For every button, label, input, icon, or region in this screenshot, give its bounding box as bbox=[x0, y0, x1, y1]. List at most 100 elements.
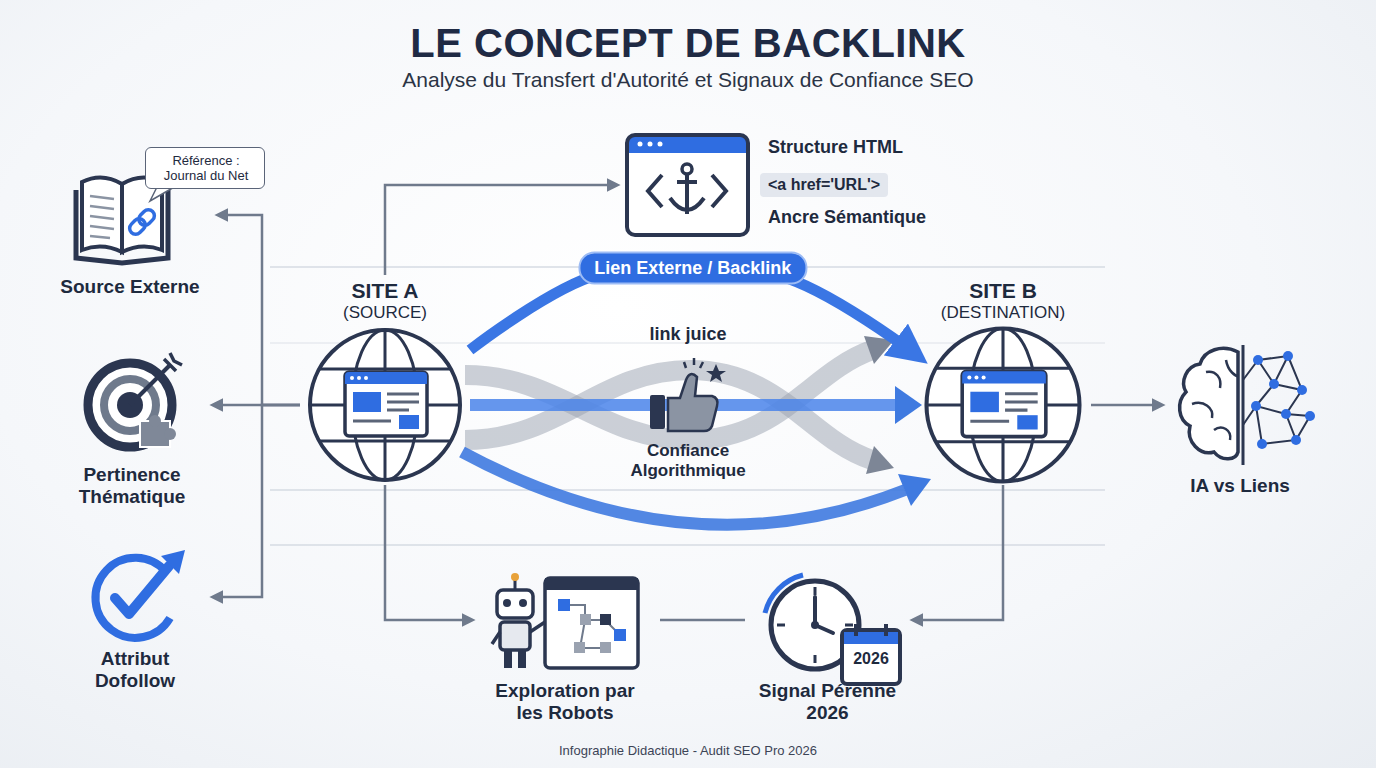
book-icon bbox=[136, 207, 157, 228]
robot-icon bbox=[503, 599, 511, 607]
brain-network-icon bbox=[1180, 345, 1315, 465]
robot-icon bbox=[492, 573, 638, 668]
flow-ribbons bbox=[898, 474, 931, 506]
brain-network-icon bbox=[1192, 360, 1238, 440]
robot-icon bbox=[545, 578, 638, 668]
node-title: Source Externe bbox=[40, 276, 220, 298]
node-title: Exploration par les Robots bbox=[485, 680, 645, 724]
calendar-icon bbox=[844, 632, 898, 644]
book-icon bbox=[76, 177, 176, 263]
thumbs-up-icon bbox=[706, 364, 726, 382]
calendar-year: 2026 bbox=[842, 650, 900, 668]
code-window-icon bbox=[627, 135, 748, 153]
node-text: (SOURCE) bbox=[300, 303, 470, 323]
code-window-icon bbox=[627, 145, 748, 153]
code-window-icon bbox=[682, 164, 692, 174]
node-title: SITE A bbox=[300, 279, 470, 303]
robot-icon bbox=[497, 590, 533, 618]
globe-icon bbox=[927, 329, 1080, 482]
target-icon bbox=[88, 363, 172, 447]
target-icon bbox=[164, 428, 176, 440]
flow-label: link juice bbox=[588, 324, 788, 345]
code-window-icon bbox=[627, 135, 748, 235]
robot-icon bbox=[565, 605, 620, 648]
check-icon bbox=[115, 566, 169, 614]
crawler-node: Exploration par les Robots bbox=[470, 572, 660, 722]
robot-icon bbox=[514, 580, 517, 590]
node-title: Signal Pérenne 2026 bbox=[745, 680, 910, 724]
target-icon bbox=[130, 365, 170, 405]
clock-icon bbox=[777, 587, 853, 663]
code-window-icon bbox=[648, 175, 726, 207]
target-icon bbox=[164, 353, 182, 371]
brain-network-icon bbox=[1283, 351, 1293, 361]
globe-icon bbox=[310, 330, 460, 480]
connector-arrow bbox=[1091, 404, 1160, 407]
node-title: SITE B bbox=[915, 279, 1091, 303]
target-icon bbox=[88, 353, 182, 447]
robot-icon bbox=[600, 642, 611, 653]
robot-icon bbox=[492, 620, 548, 644]
brain-network-icon bbox=[1180, 348, 1238, 458]
connector-arrow bbox=[215, 404, 300, 407]
calendar-icon bbox=[856, 624, 886, 636]
diagram-caption: Infographie Didactique - Audit SEO Pro 2… bbox=[0, 744, 1376, 759]
book-icon bbox=[76, 190, 168, 263]
node-title: Attribut Dofollow bbox=[75, 648, 195, 692]
thumbs-up-icon bbox=[684, 358, 703, 368]
robot-icon bbox=[558, 599, 570, 611]
brain-network-icon bbox=[1297, 385, 1307, 395]
connector-arrow bbox=[915, 485, 1003, 620]
node-text: Ancre Sémantique bbox=[768, 207, 926, 228]
durability-node: Signal Pérenne 2026 bbox=[745, 572, 915, 722]
thumbs-up-icon bbox=[668, 374, 717, 431]
book-icon bbox=[127, 207, 157, 237]
clock-icon bbox=[771, 581, 859, 669]
code-window-icon bbox=[627, 135, 748, 235]
calendar-icon bbox=[842, 630, 900, 684]
robot-icon bbox=[500, 622, 530, 650]
robot-icon bbox=[519, 599, 527, 607]
check-icon bbox=[95, 558, 170, 638]
robot-icon bbox=[600, 614, 611, 625]
code-window-icon bbox=[638, 142, 643, 147]
brain-network-icon bbox=[1291, 435, 1301, 445]
code-window-icon bbox=[627, 135, 748, 235]
thumbs-up-icon bbox=[650, 358, 726, 431]
code-window-icon bbox=[670, 174, 704, 214]
connector-arrow bbox=[660, 619, 745, 622]
node-title: Pertinence Thématique bbox=[62, 464, 202, 508]
node-title: IA vs Liens bbox=[1160, 475, 1320, 497]
node-title: Structure HTML bbox=[768, 137, 903, 158]
subtitle: Analyse du Transfert d'Autorité et Signa… bbox=[0, 68, 1376, 92]
connector-arrow bbox=[220, 215, 300, 405]
clock-icon bbox=[815, 597, 833, 633]
relevance-node: Pertinence Thématique bbox=[50, 355, 215, 510]
flow-ribbons bbox=[895, 386, 922, 424]
reference-bubble: Référence : Journal du Net bbox=[145, 147, 265, 189]
book-icon bbox=[82, 177, 122, 252]
guide-lines bbox=[270, 267, 1105, 545]
connector-arrow bbox=[215, 405, 300, 597]
robot-icon bbox=[518, 650, 526, 668]
thumbs-up-icon bbox=[650, 395, 665, 429]
check-icon bbox=[161, 550, 185, 574]
node-text: <a href='URL'> bbox=[760, 173, 888, 197]
target-icon bbox=[117, 392, 143, 418]
target-icon bbox=[104, 379, 156, 431]
robot-icon bbox=[545, 578, 638, 590]
book-icon bbox=[90, 196, 114, 238]
brain-network-icon bbox=[1253, 355, 1263, 365]
site-globe: SITE B(DESTINATION) bbox=[915, 275, 1091, 485]
dofollow-node: Attribut Dofollow bbox=[55, 548, 215, 693]
flow-label: Confiance Algorithmique bbox=[613, 441, 763, 480]
check-icon bbox=[95, 550, 185, 638]
brain-network-icon bbox=[1242, 345, 1245, 465]
code-window-icon bbox=[648, 142, 653, 147]
brain-network-icon bbox=[1281, 409, 1291, 419]
diagram-title: LE CONCEPT DE BACKLINK bbox=[0, 20, 1376, 66]
clock-icon bbox=[765, 575, 803, 613]
guide-lines bbox=[270, 544, 1105, 546]
